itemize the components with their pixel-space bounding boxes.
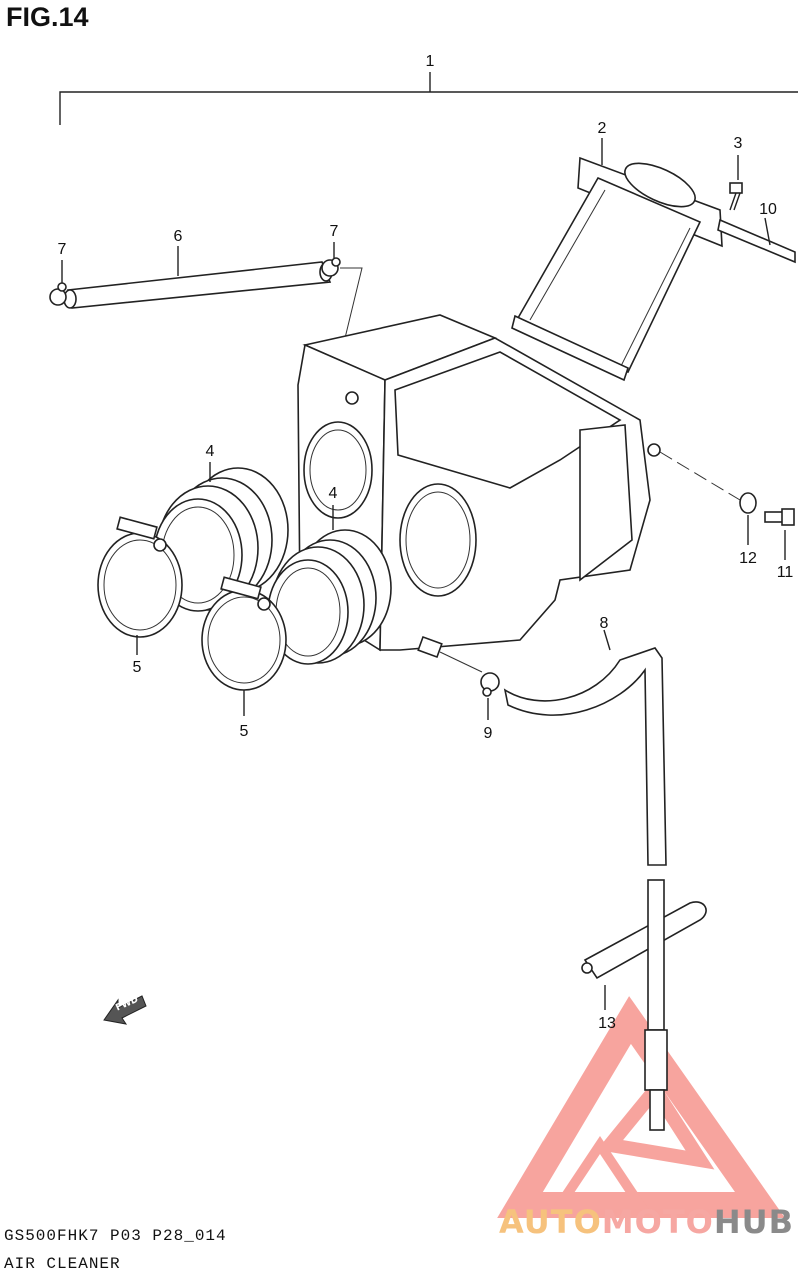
callout-4-upper: 4 [206, 443, 215, 460]
hose-clamp-upper [97, 516, 183, 655]
watermark-logo [497, 996, 786, 1218]
callout-3: 3 [734, 135, 743, 152]
callout-4-lower: 4 [329, 485, 338, 502]
callout-7-right: 7 [330, 223, 339, 240]
bolt-11 [764, 508, 795, 560]
assembly-bracket [59, 72, 798, 125]
callout-6: 6 [174, 228, 183, 245]
callout-9: 9 [484, 725, 493, 742]
fwd-arrow-icon: FWD [103, 995, 147, 1025]
watermark-brand: AUTOMOTOHUB [499, 1203, 794, 1241]
watermark-text-auto: AUTO [498, 1203, 602, 1241]
drain-hose-8 [503, 629, 667, 866]
watermark-text-hub: HUB [713, 1203, 794, 1241]
section-name: AIR CLEANER [4, 1255, 121, 1273]
callout-5-upper: 5 [133, 659, 142, 676]
callout-11: 11 [777, 564, 794, 581]
callout-7-left: 7 [58, 241, 67, 258]
watermark-text-moto: MOTO [601, 1203, 714, 1241]
callout-13: 13 [598, 1015, 616, 1032]
model-code: GS500FHK7 P03 P28_014 [4, 1227, 227, 1245]
drain-holder-13 [581, 879, 707, 1131]
callout-8: 8 [600, 615, 609, 632]
callout-1: 1 [426, 53, 435, 70]
callout-2: 2 [598, 120, 607, 137]
air-filter-element [511, 138, 723, 382]
clip-9 [480, 672, 500, 720]
bracket-10 [717, 217, 796, 264]
figure-title: FIG.14 [6, 2, 89, 32]
callout-12: 12 [739, 550, 757, 567]
bolt-3 [729, 155, 743, 211]
washer-12 [739, 492, 757, 545]
tube-6 [63, 246, 333, 309]
callout-5-lower: 5 [240, 723, 249, 740]
callout-10: 10 [759, 201, 777, 218]
clamp-7-left [49, 260, 67, 306]
hose-clamp-lower [201, 576, 287, 716]
footer: GS500FHK7 P03 P28_014 AIR CLEANER [0, 1227, 800, 1281]
